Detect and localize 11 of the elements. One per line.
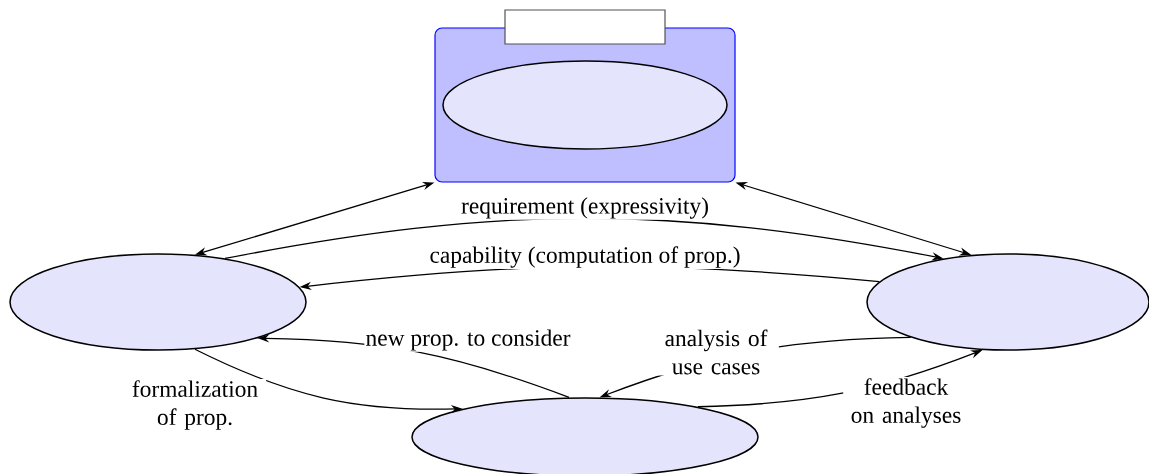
ellipse-node: [866, 253, 1149, 351]
edge-label: requirement (expressivity): [459, 196, 711, 220]
ellipse-node: [9, 253, 307, 351]
edge-label: capability (computation of prop.): [428, 245, 742, 269]
edge-label: new prop. to consider: [364, 328, 572, 352]
tab-box: [504, 9, 666, 45]
edge-label: analysis of use cases: [653, 328, 779, 376]
edge-label: formalization of prop.: [123, 379, 267, 431]
ellipse-node: [442, 60, 728, 150]
ellipse-node: [411, 397, 759, 474]
edge-label: feedback on analyses: [843, 377, 969, 429]
